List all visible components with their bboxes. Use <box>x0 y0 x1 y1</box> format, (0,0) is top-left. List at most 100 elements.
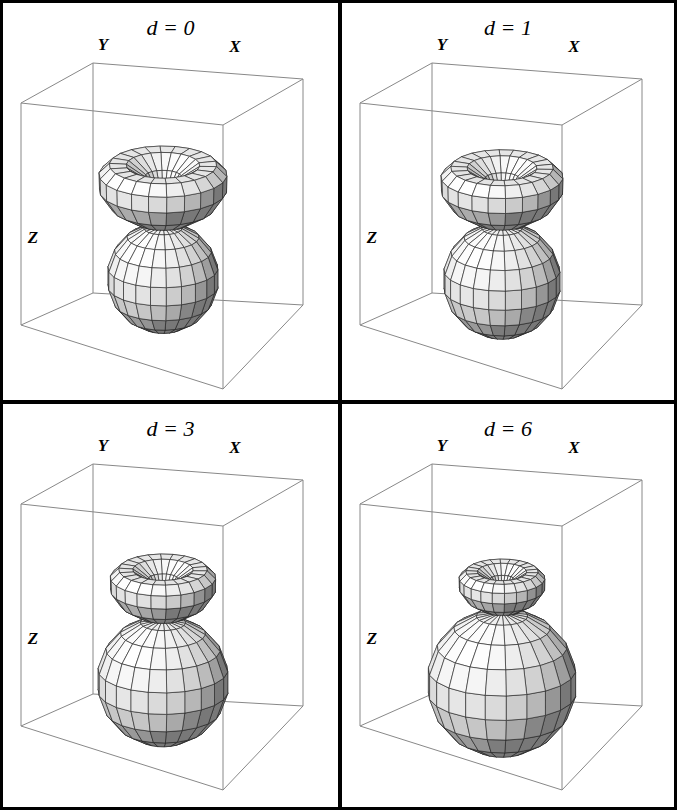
surface-facet <box>485 669 506 696</box>
surface-facet <box>136 266 152 287</box>
surface-facet <box>485 695 506 720</box>
bounding-box-edge <box>562 79 642 125</box>
surface-facet <box>504 603 516 612</box>
surface-facet <box>504 593 516 604</box>
bounding-box-edge <box>562 305 642 389</box>
surface-facet <box>150 648 166 670</box>
surface-facet <box>149 212 167 225</box>
surface-facet <box>124 282 136 304</box>
surface-facet <box>492 604 504 613</box>
surface-facet <box>179 265 195 287</box>
surface-facet <box>155 235 165 250</box>
surface-facet <box>504 251 519 271</box>
surface-facet <box>165 320 179 331</box>
axis-label: Z <box>28 228 38 248</box>
surface-facet <box>488 198 505 214</box>
surface-facet <box>131 667 150 692</box>
surface-facet <box>536 164 553 169</box>
surface-facet <box>505 739 524 753</box>
surface-facet <box>166 305 182 321</box>
axis-label: Y <box>437 436 447 456</box>
surface-facet <box>149 197 167 213</box>
surface-facet <box>492 593 504 604</box>
bounding-box-edge <box>21 325 223 389</box>
surface-facet <box>466 717 488 740</box>
surface-facet <box>487 645 505 670</box>
surface-facet <box>485 720 506 740</box>
surface-facet <box>504 325 519 336</box>
surface-facet <box>506 719 527 740</box>
surface-facet <box>165 608 180 620</box>
surface-facet <box>506 695 527 721</box>
axis-label: X <box>568 37 579 57</box>
surface-facet <box>490 180 505 186</box>
bounding-box-edge <box>360 504 562 526</box>
surface-facet <box>491 753 505 758</box>
bounding-box-edge <box>360 694 432 726</box>
bounding-box-edge <box>21 103 22 325</box>
surface-facet <box>526 569 538 573</box>
surface-facet <box>164 235 175 250</box>
bounding-box-edge <box>562 480 642 526</box>
plot-panel: d = 3YXZ <box>3 404 338 807</box>
bounding-box-edge <box>21 694 93 726</box>
surface-facet <box>148 714 166 732</box>
surface-facet <box>166 267 182 287</box>
surface-facet <box>491 225 505 230</box>
surface-facet <box>527 691 546 719</box>
surface-facet <box>472 196 488 213</box>
surface-facet <box>151 585 166 596</box>
bounding-box-edge <box>21 63 93 103</box>
surface-facet <box>164 630 177 648</box>
bounding-box-edge <box>223 706 303 790</box>
axis-label: X <box>229 37 240 57</box>
surface-facet <box>165 731 182 743</box>
surface-facet <box>524 666 546 695</box>
axis-label: Z <box>367 629 377 649</box>
surface-facet <box>152 320 166 330</box>
surface-facet <box>491 625 505 645</box>
surface-facet <box>116 686 131 711</box>
surface-facet <box>151 178 166 184</box>
bounding-box-edge <box>223 305 303 389</box>
bounding-box-edge <box>360 464 432 504</box>
surface-facet <box>185 689 201 714</box>
surface-plot <box>342 404 674 807</box>
surface-facet <box>131 690 148 714</box>
surface-facet <box>487 740 505 753</box>
surface-facet <box>460 285 473 308</box>
surface-facet <box>167 692 185 715</box>
surface-facet <box>473 289 488 310</box>
surface-facet <box>503 235 515 251</box>
surface-facet <box>137 583 153 595</box>
bounding-box-edge <box>360 63 432 103</box>
surface-facet <box>132 194 149 212</box>
bounding-box-edge <box>360 504 361 726</box>
axis-label: Z <box>28 629 38 649</box>
surface-facet <box>151 596 166 610</box>
surface-facet <box>149 183 167 197</box>
surface-facet <box>488 185 505 198</box>
surface-facet <box>504 584 516 594</box>
surface-facet <box>166 713 185 732</box>
surface-facet <box>481 583 494 593</box>
panel-title: d = 3 <box>3 416 338 442</box>
bounding-box-edge <box>360 325 562 389</box>
plot-panel: d = 6YXZ <box>342 404 674 807</box>
surface-facet <box>182 666 201 691</box>
axis-label: Y <box>98 436 108 456</box>
surface-facet <box>489 270 506 291</box>
bounding-box-edge <box>360 293 432 325</box>
surface-facet <box>466 667 488 695</box>
surface-facet <box>505 309 522 326</box>
bounding-box-edge <box>303 79 304 305</box>
surface-facet <box>148 692 166 714</box>
surface-facet <box>152 250 166 269</box>
surface-facet <box>165 648 182 671</box>
bounding-box-edge <box>360 103 361 325</box>
bounding-box-edge <box>432 63 433 293</box>
surface-facet <box>131 711 150 731</box>
surface-facet <box>166 595 181 609</box>
plot-panel: d = 1YXZ <box>342 3 674 400</box>
